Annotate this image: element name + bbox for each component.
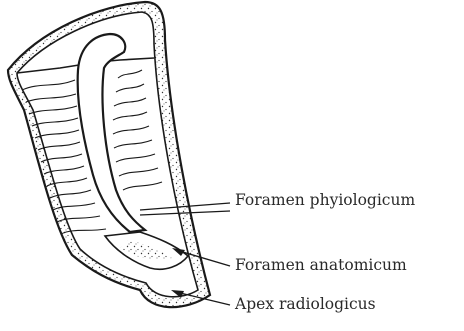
- label-apex-radiologicus: Apex radiologicus: [235, 297, 376, 313]
- label-foramen-anatomicum: Foramen anatomicum: [235, 258, 407, 274]
- label-foramen-physiologicum: Foramen phyiologicum: [235, 193, 415, 209]
